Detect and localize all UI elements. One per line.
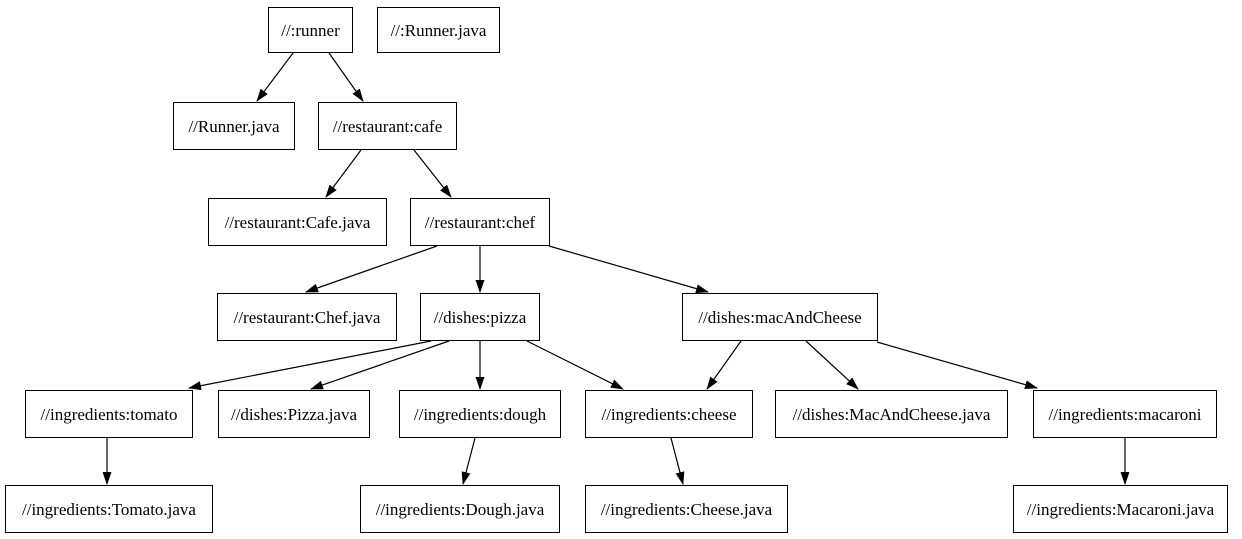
graph-node-runner-java: //Runner.java: [173, 102, 295, 150]
graph-node-mac-and-cheese-java: //dishes:MacAndCheese.java: [775, 390, 1008, 438]
graph-node-label: //ingredients:cheese: [601, 404, 737, 424]
graph-edge-pizza-to-cheese: [526, 340, 624, 390]
graph-node-label: //restaurant:Chef.java: [233, 307, 381, 327]
graph-node-label: //ingredients:macaroni: [1048, 404, 1202, 424]
graph-node-label: //:Runner.java: [390, 20, 487, 40]
graph-node-label: //restaurant:cafe: [332, 116, 443, 136]
graph-node-pizza: //dishes:pizza: [420, 293, 540, 341]
graph-node-label: //dishes:pizza: [433, 307, 527, 327]
graph-node-macaroni: //ingredients:macaroni: [1033, 390, 1217, 438]
graph-node-cheese: //ingredients:cheese: [585, 390, 753, 438]
graph-node-pizza-java: //dishes:Pizza.java: [218, 390, 370, 438]
graph-edge-pizza-to-tomato: [188, 340, 432, 391]
graph-edge-chef-to-mac-and-cheese: [548, 245, 709, 293]
graph-node-label: //ingredients:Cheese.java: [600, 499, 773, 519]
graph-node-mac-and-cheese: //dishes:macAndCheese: [682, 293, 878, 341]
graph-node-chef-java: //restaurant:Chef.java: [217, 293, 397, 341]
graph-node-label: //Runner.java: [188, 116, 280, 136]
graph-edge-pizza-to-pizza-java: [310, 340, 450, 390]
graph-edge-cheese-to-cheese-java: [670, 437, 685, 485]
graph-node-label: //restaurant:Cafe.java: [224, 212, 371, 232]
graph-edge-chef-to-chef-java: [305, 245, 438, 293]
graph-edge-runner-to-cafe: [328, 52, 364, 102]
graph-node-label: //dishes:MacAndCheese.java: [792, 404, 991, 424]
graph-node-runner: //:runner: [268, 7, 353, 53]
graph-edge-runner-to-runner-java: [256, 52, 294, 102]
graph-node-tomato-java: //ingredients:Tomato.java: [5, 485, 213, 533]
graph-node-dough: //ingredients:dough: [399, 390, 561, 438]
graph-node-dough-java: //ingredients:Dough.java: [360, 485, 560, 533]
graph-node-chef: //restaurant:chef: [410, 198, 550, 246]
graph-node-label: //:runner: [281, 20, 340, 40]
graph-node-macaroni-java: //ingredients:Macaroni.java: [1013, 485, 1228, 533]
graph-node-label: //ingredients:tomato: [40, 404, 178, 424]
graph-edge-dough-to-dough-java: [461, 437, 476, 485]
graph-node-label: //ingredients:Dough.java: [375, 499, 545, 519]
graph-edge-cafe-to-chef: [413, 149, 452, 198]
graph-edge-mac-and-cheese-to-mac-and-cheese-java: [805, 340, 859, 390]
graph-node-cafe-java: //restaurant:Cafe.java: [208, 198, 387, 246]
graph-node-label: //dishes:macAndCheese: [698, 307, 862, 327]
graph-node-cheese-java: //ingredients:Cheese.java: [585, 485, 788, 533]
graph-node-label: //restaurant:chef: [424, 212, 536, 232]
graph-edge-mac-and-cheese-to-cheese: [706, 340, 742, 390]
graph-edge-mac-and-cheese-to-macaroni: [876, 341, 1038, 390]
graph-node-runner-java-src: //:Runner.java: [377, 7, 500, 53]
graph-node-cafe: //restaurant:cafe: [318, 102, 457, 150]
graph-node-label: //ingredients:Tomato.java: [22, 499, 196, 519]
graph-edge-cafe-to-cafe-java: [325, 149, 362, 198]
graph-node-label: //ingredients:dough: [413, 404, 547, 424]
graph-node-tomato: //ingredients:tomato: [25, 390, 193, 438]
graph-node-label: //dishes:Pizza.java: [230, 404, 358, 424]
graph-node-label: //ingredients:Macaroni.java: [1026, 499, 1215, 519]
